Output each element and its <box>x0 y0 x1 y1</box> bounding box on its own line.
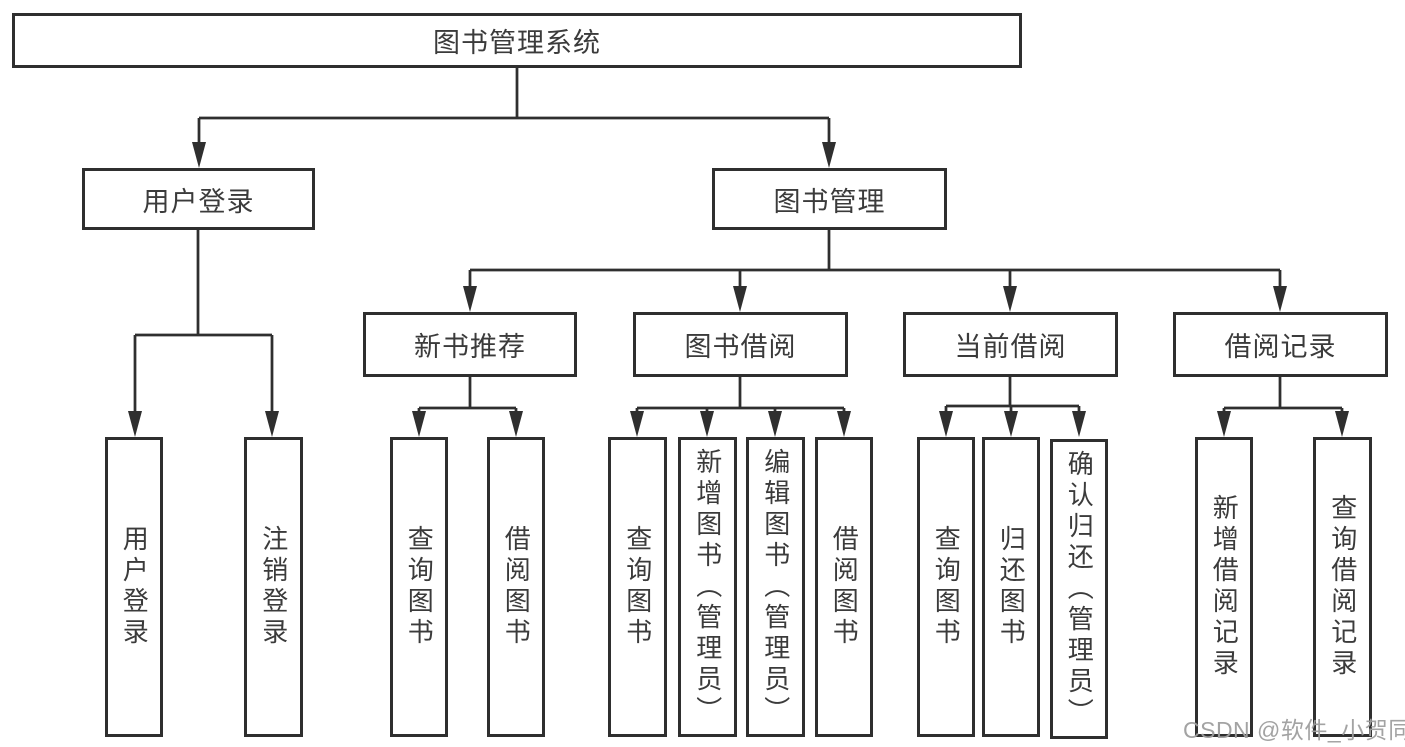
leaf-label: 新增图书（管理员） <box>692 447 723 727</box>
leaf-borrow-book-recommend: 借阅图书 <box>487 437 545 737</box>
node-label: 借阅记录 <box>1224 332 1337 362</box>
leaf-edit-book-admin: 编辑图书（管理员） <box>746 437 805 737</box>
node-label: 图书管理系统 <box>433 28 601 58</box>
node-book-management: 图书管理 <box>712 168 947 230</box>
leaf-confirm-return-admin: 确认归还（管理员） <box>1050 439 1108 739</box>
leaf-label: 新增借阅记录 <box>1209 494 1240 680</box>
leaf-label: 归还图书 <box>996 525 1027 649</box>
leaf-query-book-current: 查询图书 <box>917 437 975 737</box>
leaf-label: 借阅图书 <box>829 525 860 649</box>
leaf-label: 确认归还（管理员） <box>1064 449 1095 729</box>
leaf-add-book-admin: 新增图书（管理员） <box>678 437 737 737</box>
csdn-watermark: CSDN @软件_小贺同学 <box>1183 717 1405 743</box>
leaf-logout: 注销登录 <box>244 437 303 737</box>
leaf-user-login: 用户登录 <box>105 437 163 737</box>
node-label: 图书管理 <box>773 186 886 217</box>
node-label: 新书推荐 <box>414 332 526 362</box>
leaf-label: 编辑图书（管理员） <box>760 447 791 727</box>
leaf-return-book: 归还图书 <box>982 437 1040 737</box>
leaf-label: 查询借阅记录 <box>1327 494 1358 680</box>
arrowheads <box>128 142 1349 437</box>
node-library-management-system: 图书管理系统 <box>12 13 1022 68</box>
leaf-label: 查询图书 <box>404 525 435 649</box>
leaf-query-book-borrow: 查询图书 <box>608 437 667 737</box>
node-new-book-recommend: 新书推荐 <box>363 312 577 377</box>
leaf-label: 借阅图书 <box>501 525 532 649</box>
leaf-borrow-book: 借阅图书 <box>815 437 873 737</box>
leaf-query-book-recommend: 查询图书 <box>390 437 448 737</box>
leaf-label: 查询图书 <box>931 525 962 649</box>
node-book-borrow: 图书借阅 <box>633 312 848 377</box>
node-borrow-records: 借阅记录 <box>1173 312 1388 377</box>
leaf-label: 查询图书 <box>622 525 653 649</box>
leaf-label: 用户登录 <box>119 525 150 649</box>
node-label: 用户登录 <box>142 186 255 217</box>
leaf-label: 注销登录 <box>258 525 289 649</box>
node-user-login: 用户登录 <box>82 168 315 230</box>
node-label: 当前借阅 <box>954 332 1067 362</box>
node-current-borrow: 当前借阅 <box>903 312 1118 377</box>
leaf-query-borrow-record: 查询借阅记录 <box>1313 437 1372 737</box>
node-label: 图书借阅 <box>684 332 797 362</box>
leaf-add-borrow-record: 新增借阅记录 <box>1195 437 1253 737</box>
